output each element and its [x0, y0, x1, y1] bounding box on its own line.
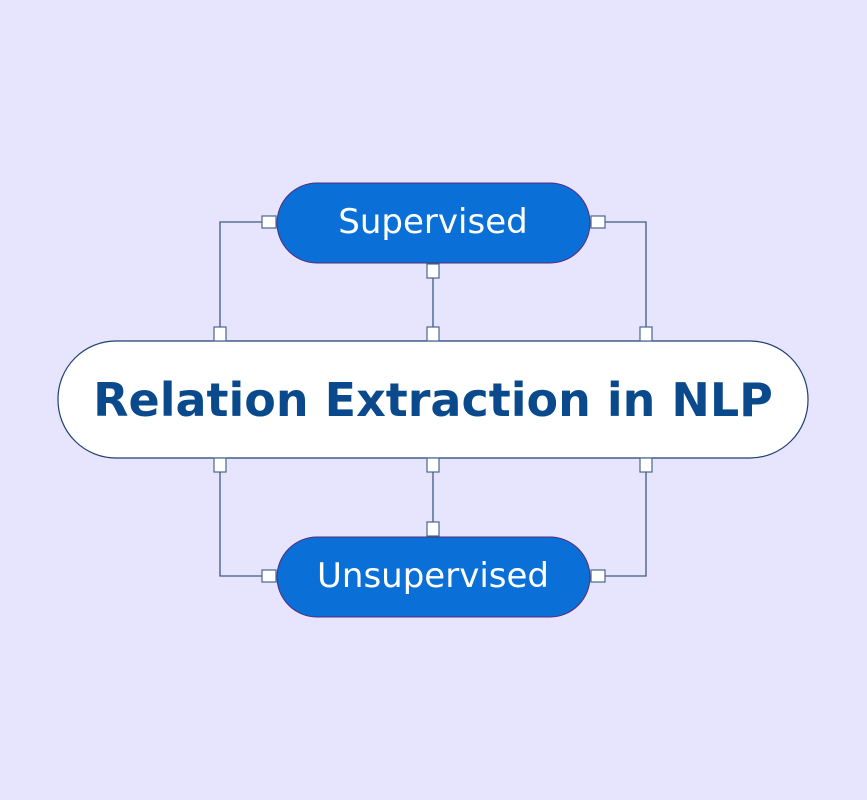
port-handle[interactable]	[426, 263, 440, 279]
port-handle[interactable]	[590, 569, 606, 583]
port-handle[interactable]	[426, 521, 440, 537]
port-handle[interactable]	[426, 457, 440, 473]
connectors	[219, 221, 647, 577]
port-handle[interactable]	[261, 215, 277, 229]
center-node[interactable]: Relation Extraction in NLP	[57, 340, 809, 459]
unsupervised-node[interactable]: Unsupervised	[276, 536, 591, 618]
unsupervised-pill[interactable]	[276, 536, 591, 618]
connector-unsupervised-left	[219, 465, 262, 577]
connector-unsupervised-right	[604, 465, 647, 577]
port-handle[interactable]	[639, 457, 653, 473]
connection-ports	[213, 215, 653, 583]
center-label: Relation Extraction in NLP	[93, 373, 773, 427]
supervised-pill[interactable]	[276, 182, 591, 264]
unsupervised-label: Unsupervised	[317, 556, 549, 596]
connector-supervised-left	[219, 221, 262, 334]
connector-supervised-right	[604, 221, 647, 334]
port-handle[interactable]	[213, 457, 227, 473]
supervised-node[interactable]: Supervised	[276, 182, 591, 264]
port-handle[interactable]	[639, 326, 653, 342]
port-handle[interactable]	[261, 569, 277, 583]
port-handle[interactable]	[590, 215, 606, 229]
port-handle[interactable]	[213, 326, 227, 342]
supervised-label: Supervised	[338, 202, 527, 242]
port-handle[interactable]	[426, 326, 440, 342]
